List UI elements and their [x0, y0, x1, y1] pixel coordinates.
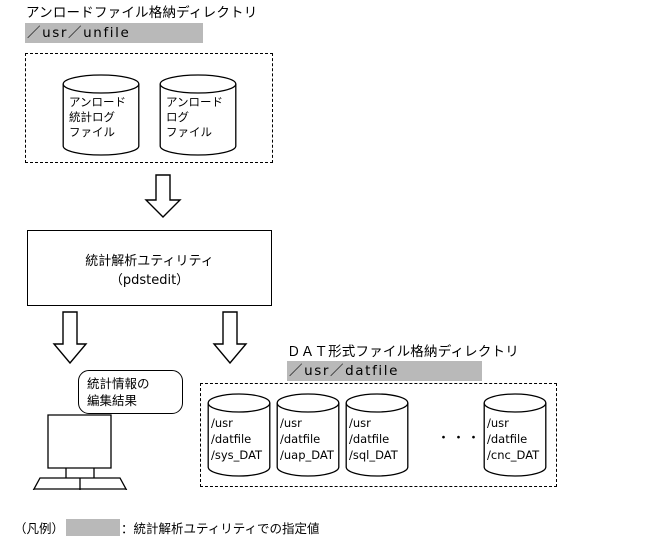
legend-title: （凡例） [14, 521, 65, 536]
unload-directory-path: ／usr／unfile [25, 23, 203, 43]
statistics-analysis-utility-box: 統計解析ユティリティ （pdstedit） [27, 230, 272, 306]
cylinder-shape-icon [345, 393, 409, 477]
dat-file-cylinder-sql: /usr /datfile /sql_DAT [345, 392, 409, 478]
cylinder-shape-icon [276, 393, 340, 477]
cylinder-label-line: ログ [166, 110, 189, 124]
cylinder-label-line: アンロード [166, 95, 224, 109]
callout-line: 編集結果 [87, 393, 138, 408]
cylinder-label: アンロード 統計ログ ファイル [62, 95, 140, 140]
edit-result-callout: 統計情報の 編集結果 [78, 370, 183, 414]
utility-command: （pdstedit） [109, 273, 190, 288]
cylinder-label-line: /usr [211, 416, 233, 430]
cylinder-shape-icon [159, 74, 237, 156]
cylinder-label: /usr /datfile /sql_DAT [345, 415, 409, 463]
dat-file-cylinder-cnc: /usr /datfile /cnc_DAT [483, 392, 547, 478]
cylinder-shape-icon [483, 393, 547, 477]
arrow-utility-to-display [52, 311, 88, 364]
unload-directory-box [25, 53, 273, 163]
cylinder-label-line: /uap_DAT [280, 448, 334, 462]
cylinder-label-line: ファイル [166, 125, 212, 139]
monitor-icon [32, 414, 128, 490]
dat-directory-heading: ＤＡＴ形式ファイル格納ディレクトリ [287, 344, 519, 360]
cylinder-label-line: /usr [349, 416, 371, 430]
arrow-unload-to-utility [144, 174, 182, 218]
cylinder-label-line: /sys_DAT [211, 448, 263, 462]
legend-swatch [66, 519, 120, 536]
cylinder-label: アンロード ログ ファイル [159, 95, 237, 140]
cylinder-label-line: ファイル [69, 125, 115, 139]
computer-monitor-illustration [28, 408, 173, 490]
down-arrow-icon [144, 174, 182, 218]
cylinder-label-line: 統計ログ [69, 110, 115, 124]
cylinder-label: /usr /datfile /uap_DAT [276, 415, 340, 463]
legend-description: ：統計解析ユティリティでの指定値 [121, 521, 320, 537]
cylinder-shape-icon [207, 393, 271, 477]
cylinder-label-line: /datfile [211, 432, 252, 446]
cylinder-label-line: /usr [280, 416, 302, 430]
cylinder-label: /usr /datfile /sys_DAT [207, 415, 271, 463]
cylinder-label: /usr /datfile /cnc_DAT [483, 415, 547, 463]
dat-directory-path: ／usr／datfile [287, 361, 482, 381]
cylinder-label-line: /sql_DAT [349, 448, 398, 462]
callout-line: 統計情報の [87, 376, 150, 391]
cylinder-label-line: /datfile [487, 432, 528, 446]
dat-directory-box [200, 383, 557, 487]
cylinder-label-line: /datfile [349, 432, 390, 446]
cylinder-label-line: /datfile [280, 432, 321, 446]
arrow-utility-to-dat-directory [212, 311, 248, 364]
down-arrow-icon [52, 311, 88, 364]
cylinder-label-line: /usr [487, 416, 509, 430]
legend-description-text: 統計解析ユティリティでの指定値 [133, 521, 320, 536]
unload-directory-heading: アンロードファイル格納ディレクトリ [26, 5, 258, 21]
dat-cylinders-ellipsis: ・・・ [437, 431, 483, 446]
unload-stats-log-file-cylinder: アンロード 統計ログ ファイル [62, 73, 140, 157]
dat-file-cylinder-uap: /usr /datfile /uap_DAT [276, 392, 340, 478]
legend-separator: ： [121, 521, 134, 536]
cylinder-shape-icon [62, 74, 140, 156]
dat-file-cylinder-sys: /usr /datfile /sys_DAT [207, 392, 271, 478]
down-arrow-icon [212, 311, 248, 364]
cylinder-label-line: アンロード [69, 95, 127, 109]
utility-name: 統計解析ユティリティ [85, 254, 214, 269]
unload-log-file-cylinder: アンロード ログ ファイル [159, 73, 237, 157]
cylinder-label-line: /cnc_DAT [487, 448, 540, 462]
